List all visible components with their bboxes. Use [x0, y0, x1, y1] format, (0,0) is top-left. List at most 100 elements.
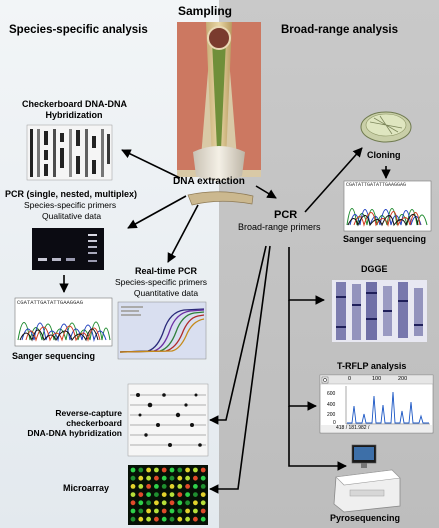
microarray-spot [185, 492, 191, 497]
arrow-to-reverse-capture [209, 245, 267, 425]
microarray-spot [200, 500, 206, 506]
label-cloning: Cloning [367, 150, 401, 160]
arrow-to-checkerboard [121, 149, 181, 179]
reverse-capture-checkerboard-image [127, 383, 209, 457]
gingiva-right [226, 22, 261, 170]
microarray-spot [146, 475, 152, 481]
microarray-spot [185, 516, 191, 522]
pyrosequencer-instrument [333, 444, 401, 513]
tooth-sampling-illustration [177, 22, 261, 206]
trflp-xtick-200: 200 [398, 376, 408, 382]
chromatogram-bases-right: CGATATTGATATTGAAGGAG [346, 182, 407, 188]
microarray-spot [177, 500, 183, 506]
microarray-spot [200, 475, 206, 481]
microarray-spot [193, 467, 198, 473]
microarray-spot [154, 492, 159, 497]
label-broad-range-primers: Broad-range primers [238, 222, 321, 232]
microarray-spot [146, 516, 152, 522]
label-checkerboard-line1: Checkerboard DNA-DNA [22, 99, 128, 109]
label-pcr-qualitative: Qualitative data [42, 211, 102, 221]
microarray-spot [154, 484, 159, 489]
microarray-image [128, 465, 208, 525]
microarray-spot [161, 492, 167, 497]
microarray-spot [193, 516, 198, 522]
root-apex [207, 26, 231, 50]
microarray-spot [146, 484, 152, 489]
microarray-spot [200, 467, 206, 473]
label-reverse-capture-line3: DNA-DNA hybridization [27, 428, 122, 438]
microarray-spot [169, 492, 175, 497]
trflp-xtick-100: 100 [372, 376, 382, 382]
microarray-spot [161, 516, 167, 522]
trflp-ytick-200: 200 [327, 412, 336, 418]
microarray-spot [185, 508, 191, 514]
microarray-spot [138, 475, 144, 481]
label-dgge: DGGE [361, 264, 388, 274]
microarray-spot [130, 492, 136, 497]
arrow-to-pcr-broad [255, 185, 277, 199]
microarray-spot [193, 492, 198, 497]
microarray-spot [154, 467, 159, 473]
microarray-spot [177, 516, 183, 522]
microarray-spot [138, 508, 144, 514]
monitor-screen [354, 447, 374, 460]
trflp-electropherogram [319, 374, 434, 434]
microarray-spot [130, 516, 136, 522]
microarray-spot [161, 467, 167, 473]
microarray-spot [130, 484, 136, 489]
tooth-crown [193, 146, 245, 181]
microarray-spot [169, 484, 175, 489]
microarray-spot [154, 500, 159, 506]
arrow-to-dgge [288, 247, 325, 305]
microarray-spot [169, 475, 175, 481]
microarray-spot [146, 500, 152, 506]
sanger-chromatogram-left [14, 297, 113, 347]
realtime-pcr-plot [117, 301, 207, 360]
label-realtime-primers: Species-specific primers [114, 277, 208, 287]
arrow-to-trflp [288, 300, 317, 411]
microarray-spot [130, 500, 136, 506]
microarray-spot [169, 516, 175, 522]
label-trflp: T-RFLP analysis [337, 361, 407, 371]
microarray-spot [193, 484, 198, 489]
microarray-spot [146, 467, 152, 473]
trflp-xtick-0: 0 [348, 376, 352, 382]
microarray-spot [138, 467, 144, 473]
trflp-ytick-0: 0 [333, 420, 336, 426]
header-sampling: Sampling [178, 4, 233, 18]
chromatogram-bases-left: CGATATTGATATTGAAGGAG [17, 299, 84, 306]
label-checkerboard-line2: Hybridization [45, 110, 103, 120]
microarray-spot [185, 484, 191, 489]
microarray-spot [177, 467, 183, 473]
microarray-spot [161, 500, 167, 506]
sanger-chromatogram-right [343, 180, 432, 232]
label-pcr-specific-primers: Species-specific primers [24, 200, 117, 210]
microarray-spot [185, 500, 191, 506]
microarray-spot [177, 484, 183, 489]
microarray-spot [138, 516, 144, 522]
label-dna-extraction: DNA extraction [173, 176, 245, 187]
label-pyrosequencing: Pyrosequencing [330, 513, 401, 523]
arrow-to-microarray [209, 245, 271, 494]
microarray-spot [193, 500, 198, 506]
microarray-spot [200, 484, 206, 489]
microarray-spot [130, 467, 136, 473]
label-reverse-capture-line2: checkerboard [66, 418, 122, 428]
label-pcr-specific: PCR (single, nested, multiplex) [5, 189, 138, 199]
microarray-spot [200, 516, 206, 522]
header-species-specific: Species-specific analysis [9, 24, 148, 36]
trflp-ytick-600: 600 [327, 391, 336, 397]
microarray-spot [177, 508, 183, 514]
microarray-spot [177, 492, 183, 497]
label-pcr-broad: PCR [274, 209, 298, 221]
microarray-spot [161, 475, 167, 481]
microarray-spot [200, 508, 206, 514]
microarray-spot [130, 508, 136, 514]
microarray-spot [169, 467, 175, 473]
arrow-to-cloning [304, 147, 363, 213]
label-microarray: Microarray [63, 483, 110, 493]
checkerboard-membrane-image [26, 124, 113, 181]
microarray-spot [185, 467, 191, 473]
